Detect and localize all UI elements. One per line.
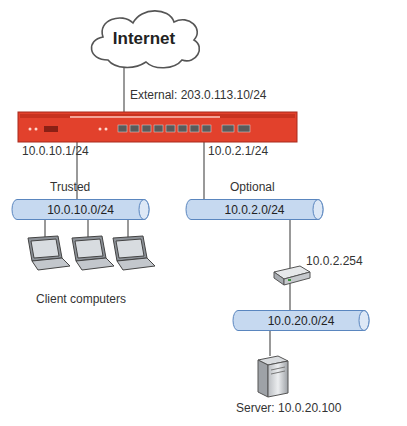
segment-heading: Optional [230, 180, 275, 194]
subnet-label: 10.0.20.0/24 [268, 314, 335, 328]
optional-wire [203, 142, 204, 200]
address-label: Server: 10.0.20.100 [236, 401, 341, 415]
band-body [12, 200, 149, 220]
router-icon [274, 266, 310, 285]
laptop-icon [113, 236, 155, 270]
band-end [313, 200, 323, 220]
subnet-label: 10.0.2.0/24 [224, 203, 284, 217]
network-segment: 10.0.20.0/24 [233, 310, 369, 331]
client-wire [127, 219, 128, 238]
text-holder: 10.0.20.0/24 [233, 310, 369, 331]
segment-heading: Trusted [50, 180, 90, 194]
internet-cloud: Internet [82, 4, 206, 70]
address-label: 10.0.2.254 [306, 254, 363, 268]
client-wire [44, 219, 45, 238]
band-body [233, 311, 369, 331]
client-wire [87, 219, 88, 238]
subnet-label: 10.0.10.0/24 [47, 203, 114, 217]
server-icon [258, 356, 288, 397]
band-end [359, 311, 369, 331]
band-end [139, 200, 149, 220]
address-label: Client computers [36, 292, 126, 306]
uplink-wire [123, 68, 124, 112]
server-wire [269, 330, 270, 356]
band-body [186, 200, 323, 220]
address-label: External: 203.0.113.10/24 [130, 88, 267, 102]
network-segment: Trusted10.0.10.0/24 [12, 199, 149, 220]
laptop-icon [28, 236, 70, 270]
text-holder: 10.0.10.0/24 [12, 199, 149, 220]
cloud-outline [92, 11, 200, 68]
network-link [289, 220, 290, 310]
laptop-icon [72, 236, 114, 270]
network-segment: Optional10.0.2.0/24 [186, 199, 323, 220]
text-holder: Internet [82, 4, 206, 70]
text-holder: 10.0.2.0/24 [186, 199, 323, 220]
address-label: 10.0.2.1/24 [208, 144, 268, 158]
cloud-label: Internet [113, 29, 175, 49]
firewall-appliance [18, 112, 297, 142]
address-label: 10.0.10.1/24 [22, 144, 89, 158]
